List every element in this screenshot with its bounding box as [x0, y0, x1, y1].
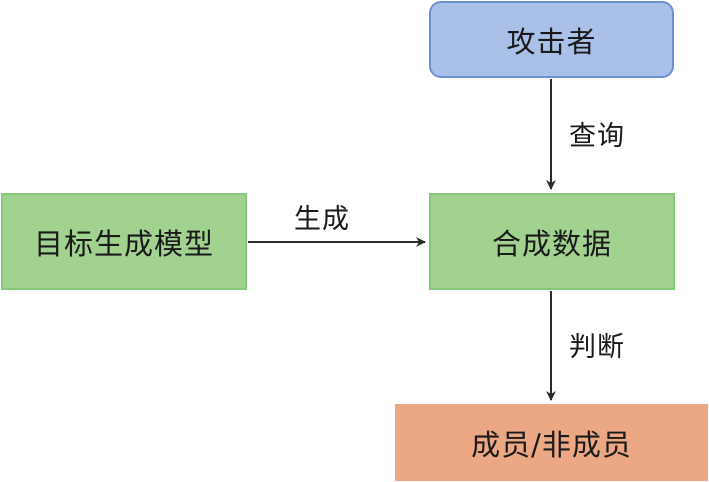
membership-result-node: 成员/非成员	[395, 404, 708, 481]
edge-judge-label: 判断	[569, 332, 625, 363]
attacker-node: 攻击者	[429, 1, 674, 78]
edge-generate-label: 生成	[294, 204, 350, 235]
synthetic-data-node: 合成数据	[429, 193, 675, 290]
edge-query-label: 查询	[569, 121, 625, 152]
target-model-label: 目标生成模型	[33, 226, 214, 261]
target-model-node: 目标生成模型	[1, 193, 247, 290]
attacker-label: 攻击者	[506, 24, 597, 59]
membership-result-label: 成员/非成员	[471, 427, 632, 462]
synthetic-data-label: 合成数据	[491, 226, 612, 261]
